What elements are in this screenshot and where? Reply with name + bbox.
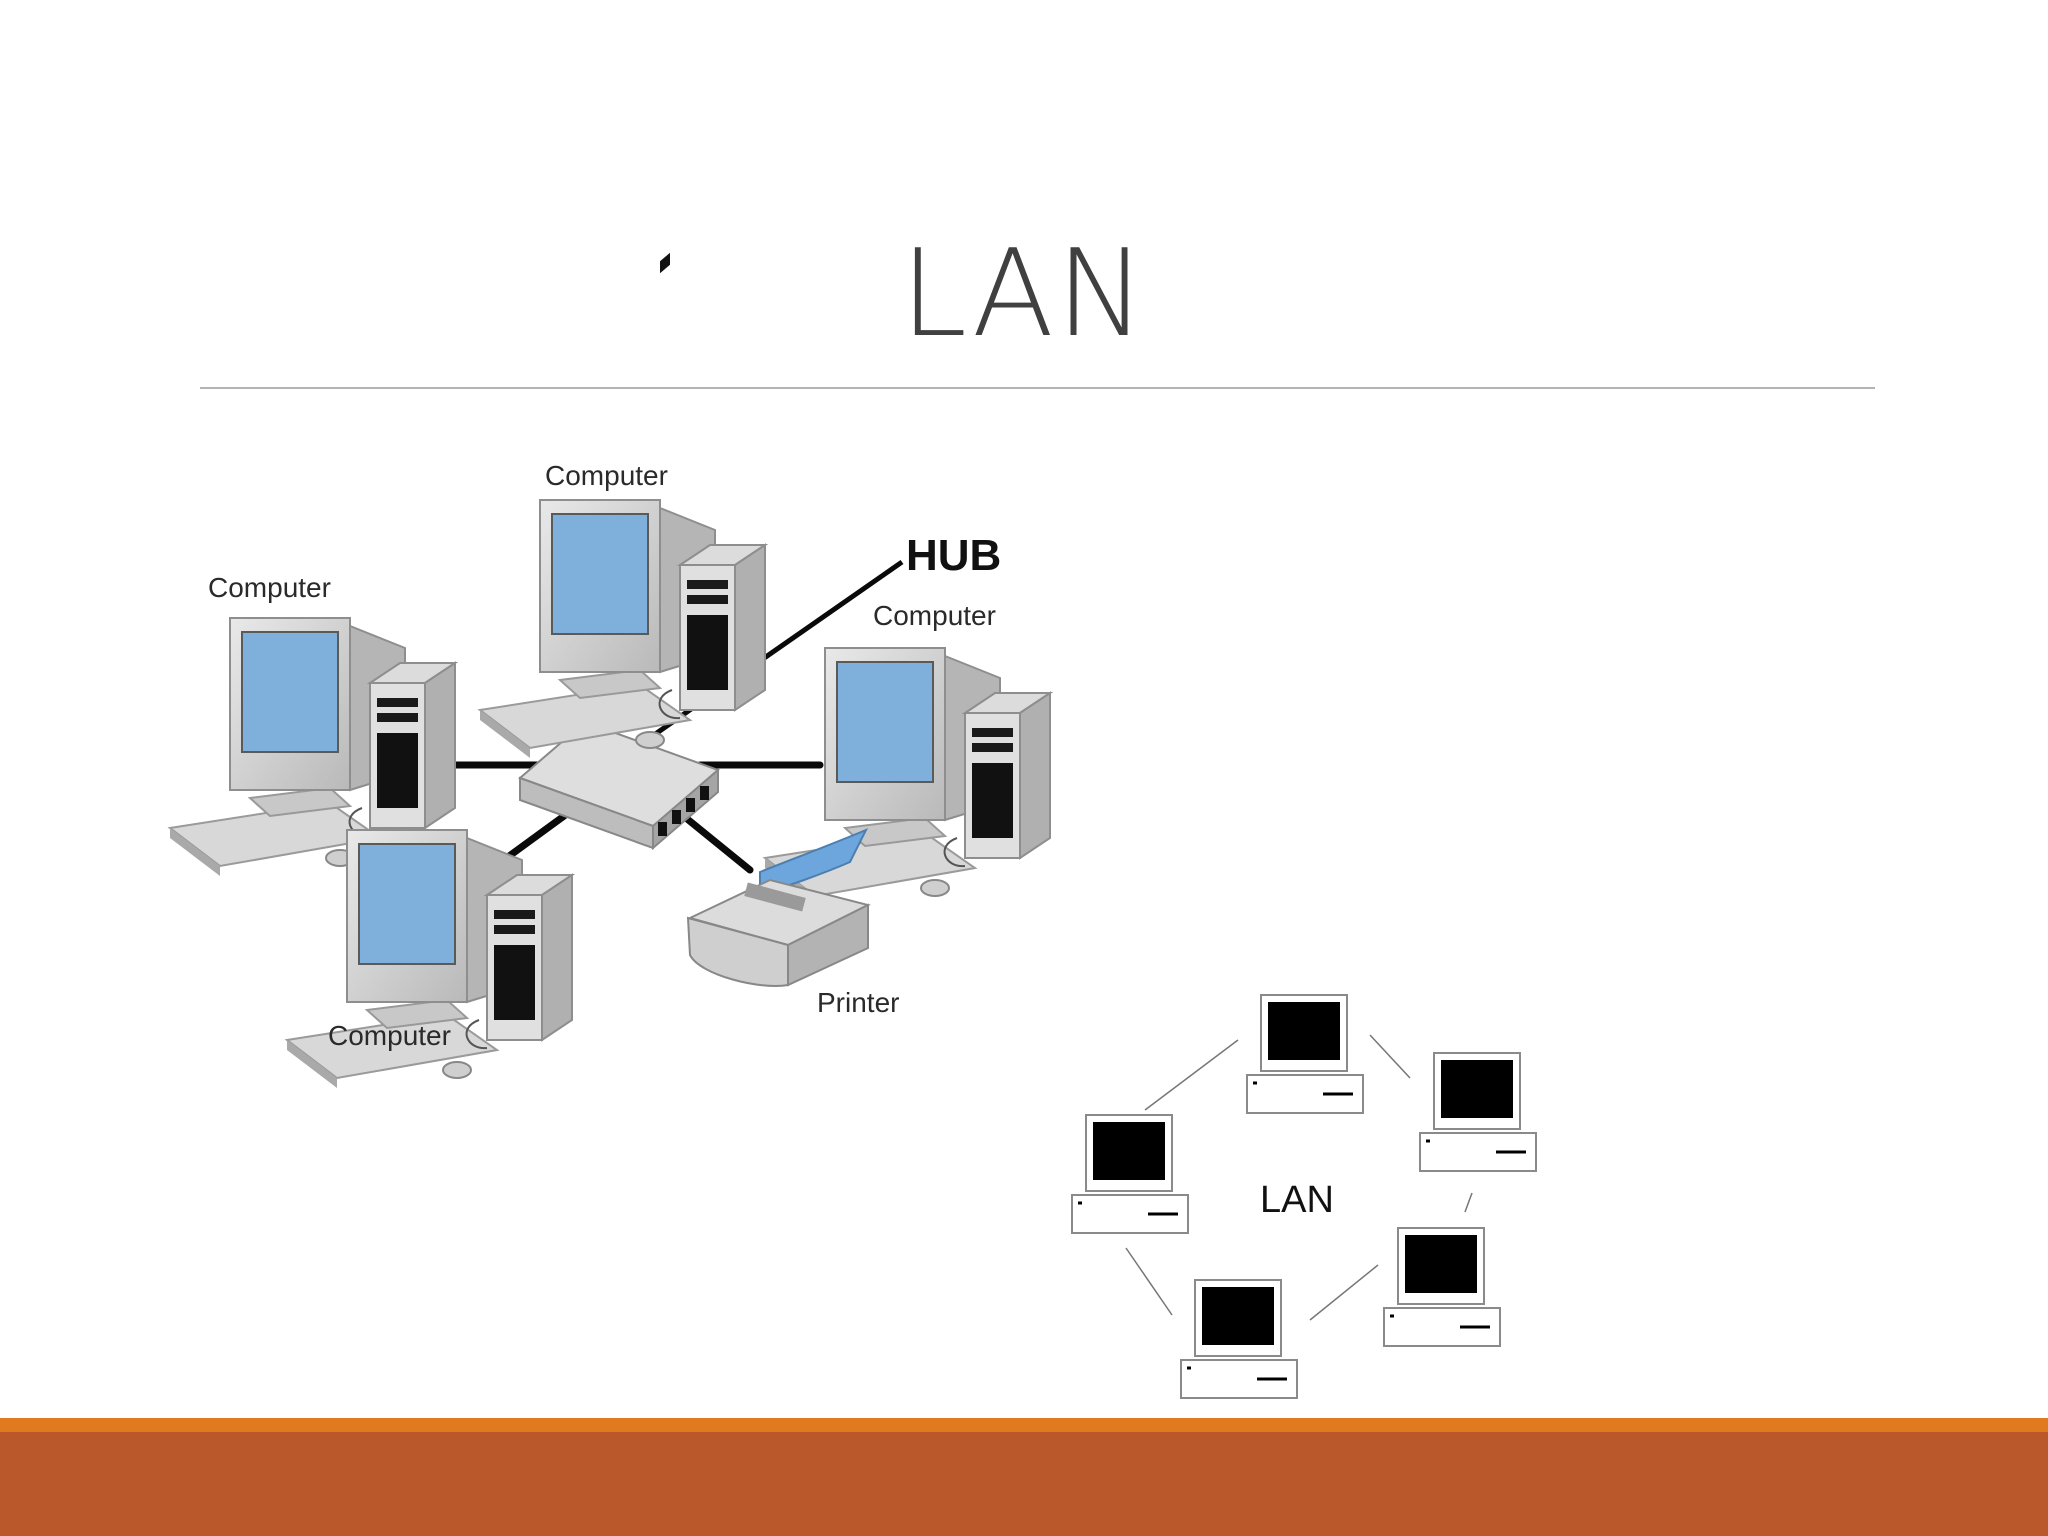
title-divider: [200, 387, 1875, 389]
ring-computer-right-upper: [1418, 1051, 1538, 1173]
computer-label-left: Computer: [208, 572, 331, 603]
footer-band: [0, 1432, 2048, 1536]
computer-label-right: Computer: [873, 600, 996, 631]
printer: [686, 828, 871, 987]
printer-label: Printer: [817, 987, 899, 1018]
hub-label: HUB: [906, 531, 1001, 580]
ring-computer-top: [1245, 993, 1365, 1115]
footer-accent-stripe: [0, 1418, 2048, 1432]
slide-title: LAN: [900, 225, 1148, 364]
ring-computer-right-lower: [1382, 1226, 1502, 1348]
ring-computer-left: [1070, 1113, 1190, 1235]
ring-center-label: LAN: [1260, 1179, 1334, 1221]
ring-computer-bottom: [1179, 1278, 1299, 1400]
computer-label-top: Computer: [545, 460, 668, 491]
hub-ports: [658, 786, 709, 836]
computer-label-bottom: Computer: [328, 1020, 451, 1051]
ring-network-links: [1125, 1034, 1473, 1321]
computer-top: [479, 499, 766, 759]
